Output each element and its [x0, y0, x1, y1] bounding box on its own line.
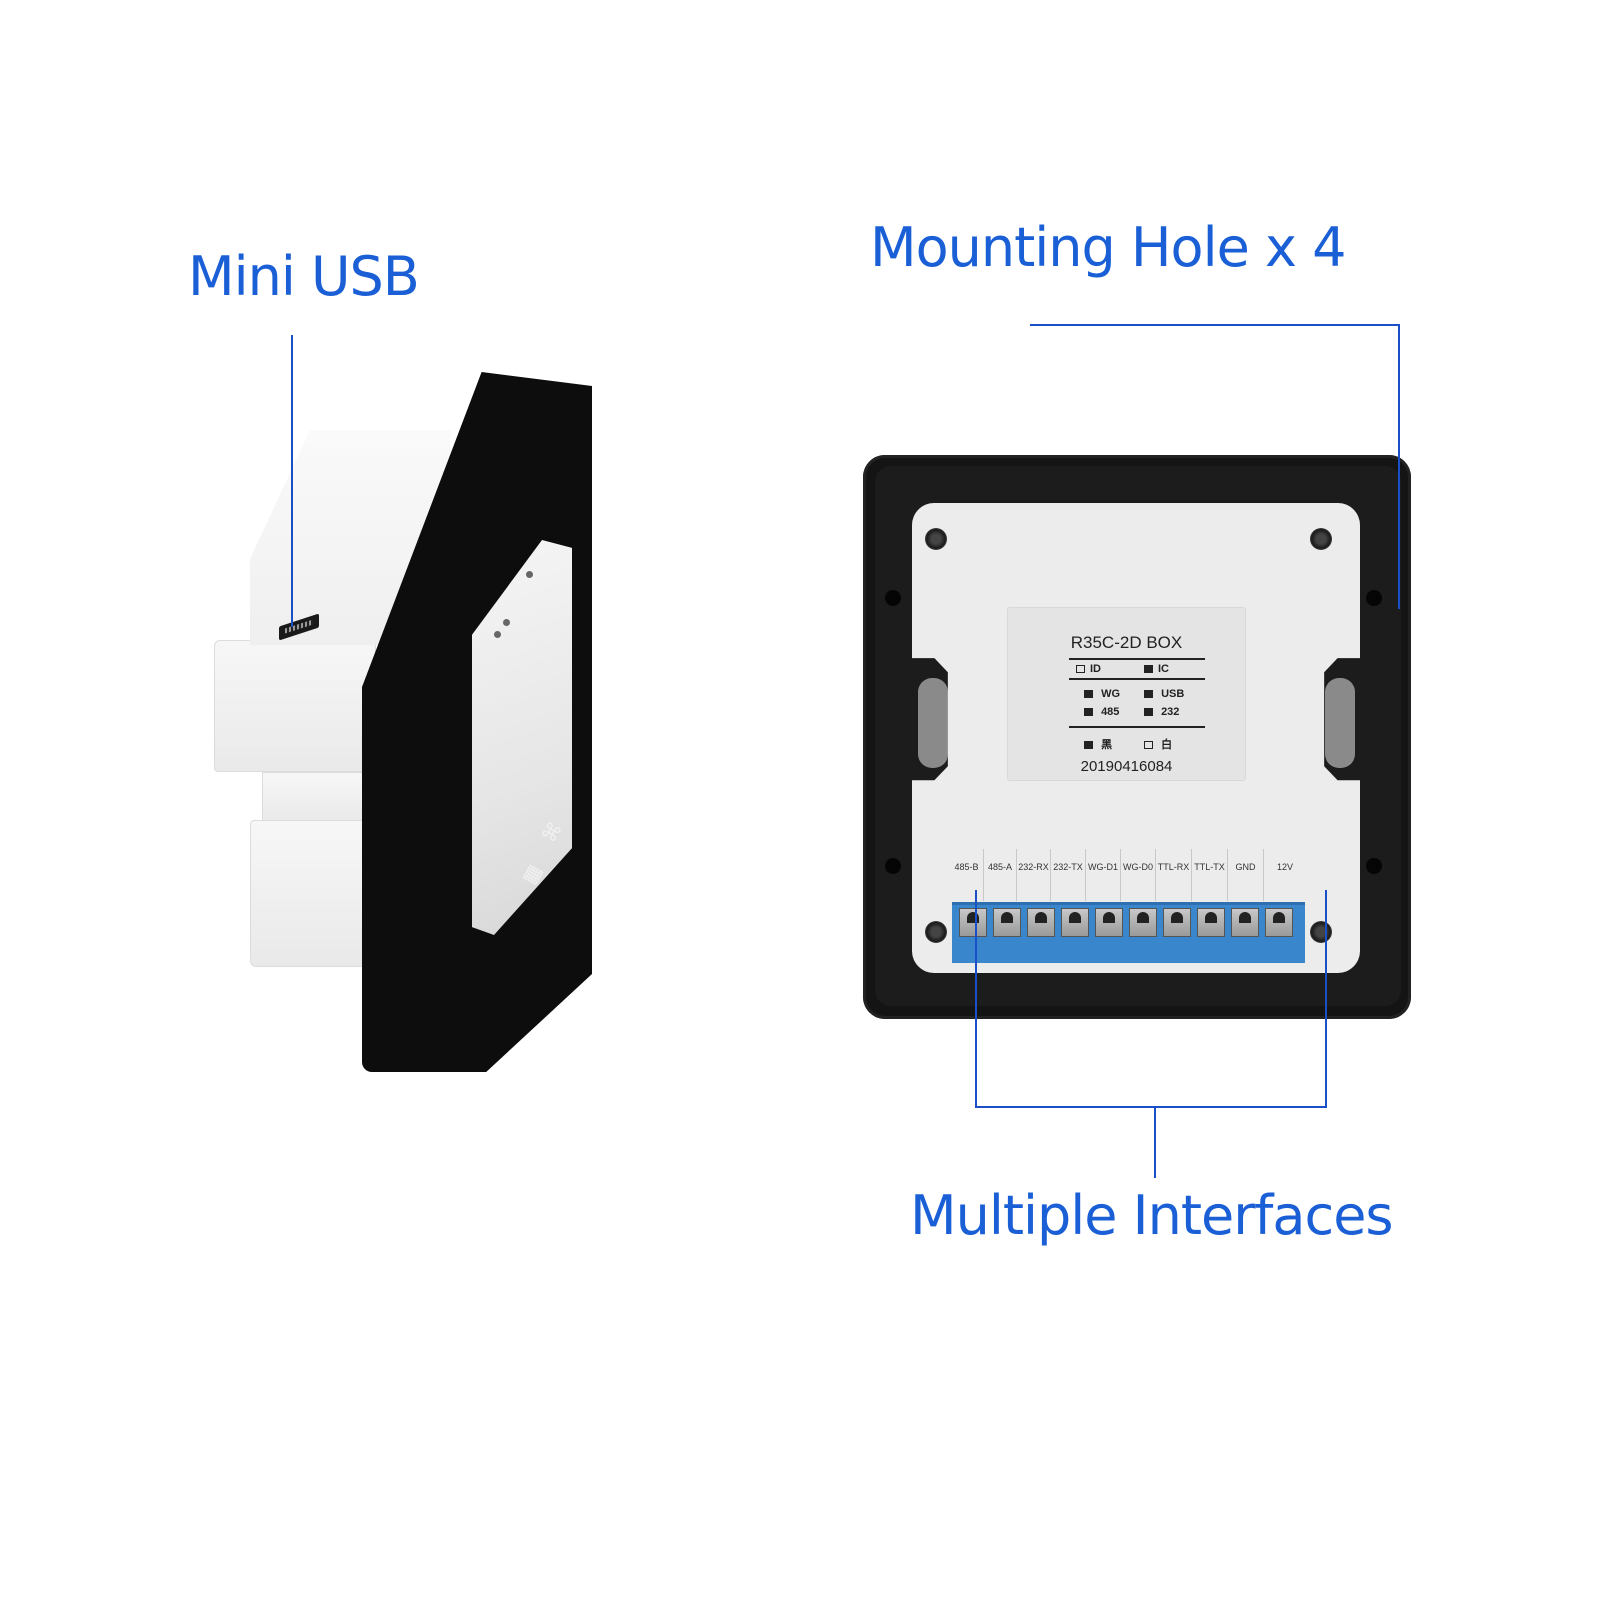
checkbox-filled-icon	[1144, 665, 1153, 673]
housing-upper	[214, 640, 376, 772]
color-white: 白	[1144, 736, 1172, 752]
mounting-hole-leader-horizontal	[1030, 324, 1400, 326]
screw	[1310, 528, 1332, 550]
interface-wg: WG	[1084, 688, 1120, 700]
checkbox-filled-icon	[1084, 708, 1093, 716]
terminal-label: GND	[1228, 849, 1264, 901]
color-label: 白	[1161, 739, 1173, 751]
mounting-hole	[1366, 858, 1382, 874]
divider	[1069, 658, 1205, 660]
checkbox-filled-icon	[1144, 690, 1153, 698]
interfaces-bracket-right	[1325, 890, 1327, 1107]
terminal-label: TTL-TX	[1192, 849, 1228, 901]
mounting-hole	[1366, 590, 1382, 606]
interface-label: USB	[1161, 688, 1185, 700]
screw-terminal	[1061, 908, 1089, 937]
indicator-led	[503, 619, 510, 626]
housing-lower	[262, 772, 376, 824]
serial-number: 20190416084	[1080, 758, 1173, 775]
indicator-led	[526, 571, 533, 578]
mounting-hole-callout: Mounting Hole x 4	[870, 216, 1346, 279]
interfaces-bracket-left	[975, 890, 977, 1107]
card-type-ic: IC	[1144, 663, 1169, 675]
terminal-label: WG-D1	[1086, 849, 1121, 901]
screw-terminal	[1265, 908, 1293, 937]
interface-label: WG	[1101, 688, 1121, 700]
terminal-label: 485-B	[950, 849, 984, 901]
color-label: 黑	[1101, 739, 1113, 751]
screw-terminal	[1163, 908, 1191, 937]
mini-usb-leader-line	[291, 335, 293, 627]
interface-label: 485	[1101, 706, 1120, 718]
product-label: R35C-2D BOX ID IC WG USB 485 232 黑 白 201…	[1007, 607, 1246, 781]
screw	[925, 528, 947, 550]
screw-terminal	[1197, 908, 1225, 937]
interfaces-leader-stem	[1154, 1106, 1156, 1178]
card-type-id: ID	[1076, 663, 1101, 675]
screw-terminal	[959, 908, 987, 937]
divider	[1069, 726, 1205, 728]
mini-usb-callout: Mini USB	[188, 245, 420, 308]
screw-terminal	[1095, 908, 1123, 937]
interfaces-bracket-bottom	[975, 1106, 1327, 1108]
terminal-label: WG-D0	[1121, 849, 1156, 901]
card-type-label: IC	[1158, 663, 1169, 675]
checkbox-filled-icon	[1144, 708, 1153, 716]
color-black: 黑	[1084, 736, 1112, 752]
screw-terminal	[1231, 908, 1259, 937]
model-name: R35C-2D BOX	[1070, 633, 1183, 652]
side-slot	[1325, 678, 1355, 768]
indicator-led	[494, 631, 501, 638]
checkbox-empty-icon	[1144, 741, 1153, 749]
housing-bottom	[250, 820, 376, 967]
screw	[925, 921, 947, 943]
interface-usb: USB	[1144, 688, 1184, 700]
checkbox-filled-icon	[1084, 690, 1093, 698]
interface-485: 485	[1084, 706, 1119, 718]
checkbox-filled-icon	[1084, 741, 1093, 749]
interface-232: 232	[1144, 706, 1179, 718]
screw-terminal	[1027, 908, 1055, 937]
terminal-label: TTL-RX	[1156, 849, 1192, 901]
mounting-hole	[885, 858, 901, 874]
terminal-label: 232-RX	[1017, 849, 1051, 901]
multiple-interfaces-callout: Multiple Interfaces	[910, 1184, 1394, 1247]
interface-label: 232	[1161, 706, 1180, 718]
terminal-label: 232-TX	[1051, 849, 1086, 901]
screw	[1310, 921, 1332, 943]
terminal-labels: 485-B 485-A 232-RX 232-TX WG-D1 WG-D0 TT…	[950, 849, 1306, 901]
screw-terminal	[993, 908, 1021, 937]
divider	[1069, 678, 1205, 680]
checkbox-empty-icon	[1076, 665, 1085, 673]
side-slot	[918, 678, 948, 768]
terminal-label: 12V	[1276, 862, 1293, 872]
terminal-block	[952, 902, 1305, 963]
mounting-hole-leader-vertical	[1398, 324, 1400, 609]
terminal-label: 485-A	[984, 849, 1017, 901]
mounting-hole	[885, 590, 901, 606]
card-type-label: ID	[1090, 663, 1101, 675]
screw-terminal	[1129, 908, 1157, 937]
